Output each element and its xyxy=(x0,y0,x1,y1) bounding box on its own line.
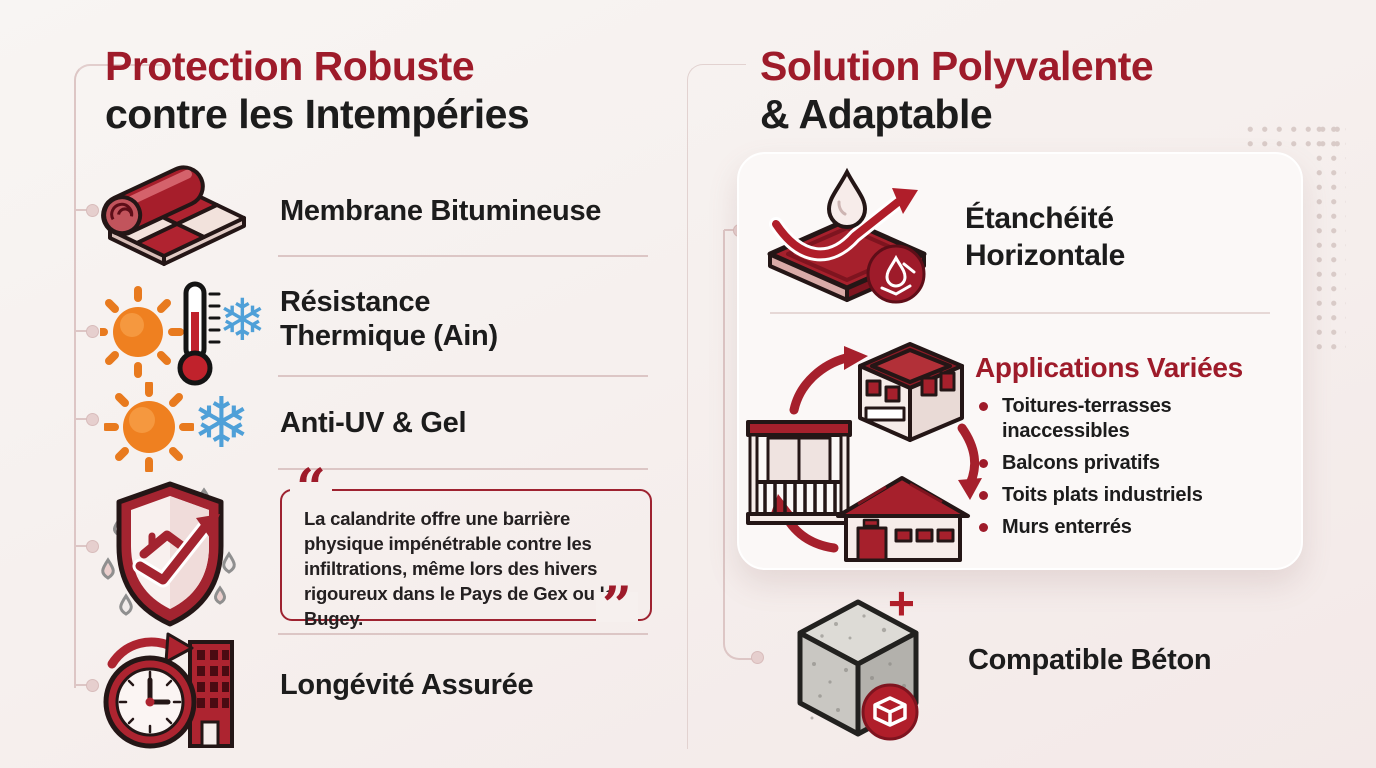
quote-box: La calandrite offre une barrière physiqu… xyxy=(280,489,652,629)
timeline-dot xyxy=(86,540,99,553)
application-item: Murs enterrés xyxy=(975,515,1285,540)
quote-text: La calandrite offre une barrière physiqu… xyxy=(304,508,615,629)
quote-close-mark: ” xyxy=(596,581,638,633)
timeline-dot xyxy=(86,204,99,217)
timeline-stub xyxy=(75,545,89,547)
left-title-line1: Protection Robuste xyxy=(105,43,475,89)
feature-label: Membrane Bitumineuse xyxy=(280,195,602,227)
timeline-stub xyxy=(75,209,89,211)
snowflake-icon: ❄ xyxy=(218,288,267,353)
right-title-line2: & Adaptable xyxy=(760,91,993,137)
application-item: Balcons privatifs xyxy=(975,451,1285,476)
separator-line xyxy=(278,633,648,635)
card-item-label-line2: Horizontale xyxy=(965,239,1126,272)
concrete-cube-icon xyxy=(797,599,919,741)
card-divider-line xyxy=(770,312,1270,314)
timeline-stub xyxy=(724,229,736,231)
separator-line xyxy=(278,255,648,257)
plus-icon: + xyxy=(888,577,915,629)
feature-label: Résistance Thermique (Ain) xyxy=(280,285,498,353)
timeline-stub xyxy=(75,418,89,420)
timeline-dot xyxy=(86,325,99,338)
center-divider-line xyxy=(687,64,746,749)
left-title: Protection Robuste contre les Intempérie… xyxy=(105,42,530,138)
waterproof-membrane-icon xyxy=(767,167,927,304)
timeline-dot xyxy=(86,413,99,426)
left-timeline-line xyxy=(74,64,162,688)
feature-label: Longévité Assurée xyxy=(280,669,534,701)
snowflake-icon: ❄ xyxy=(192,384,251,462)
bottom-item-label: Compatible Béton xyxy=(968,644,1212,676)
dot-grid-decoration xyxy=(1312,122,1346,350)
separator-line xyxy=(278,468,648,470)
sun-thermometer-snowflake-icon: ❄ xyxy=(100,276,270,391)
timeline-dot xyxy=(86,679,99,692)
feature-label-line1: Résistance xyxy=(280,286,431,318)
right-title: Solution Polyvalente & Adaptable xyxy=(760,42,1154,138)
separator-line xyxy=(278,375,648,377)
feature-label-line2: Thermique (Ain) xyxy=(280,320,498,352)
sun-snowflake-icon: ❄ xyxy=(104,382,264,472)
shield-droplets-icon xyxy=(101,481,236,627)
quote-open-mark: “ xyxy=(290,463,332,515)
application-item: Toits plats industriels xyxy=(975,483,1285,508)
clock-building-icon xyxy=(103,632,234,749)
applications-heading: Applications Variées xyxy=(975,352,1243,383)
feature-label: Anti-UV & Gel xyxy=(280,407,467,439)
card-item-label: Étanchéité Horizontale xyxy=(965,200,1125,274)
timeline-stub xyxy=(75,330,89,332)
right-connector-line xyxy=(723,230,757,660)
buildings-cycle-icon xyxy=(746,342,982,562)
left-title-line2: contre les Intempéries xyxy=(105,91,530,137)
timeline-stub xyxy=(75,684,89,686)
card-item-label-line1: Étanchéité xyxy=(965,202,1114,235)
application-item: Toitures-terrasses inaccessibles xyxy=(975,394,1285,444)
membrane-roll-icon xyxy=(101,165,246,266)
right-title-line1: Solution Polyvalente xyxy=(760,43,1154,89)
timeline-dot xyxy=(751,651,764,664)
applications-list: Toitures-terrasses inaccessibles Balcons… xyxy=(975,394,1285,547)
